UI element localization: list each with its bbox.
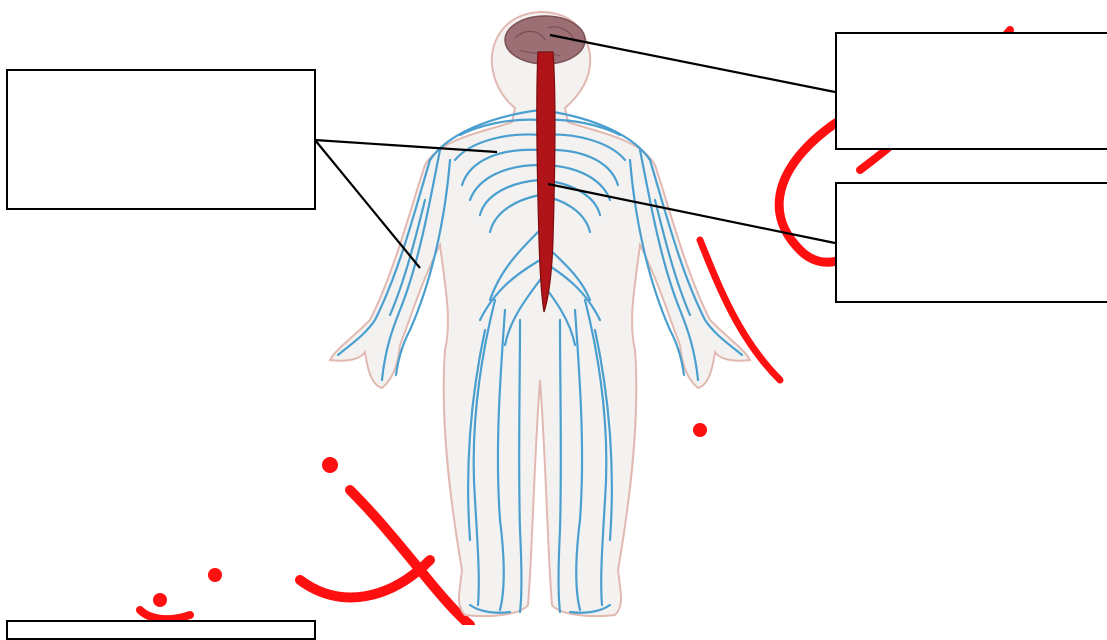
leader-line-brain [550, 35, 835, 92]
diagram-canvas [0, 0, 1107, 625]
label-box-spinal-cord[interactable] [835, 182, 1107, 303]
label-box-brain[interactable] [835, 32, 1107, 150]
label-box-bottom-left[interactable] [6, 620, 316, 640]
label-box-peripheral-nerves[interactable] [6, 69, 316, 210]
leader-line-nerves-arm [315, 140, 420, 268]
